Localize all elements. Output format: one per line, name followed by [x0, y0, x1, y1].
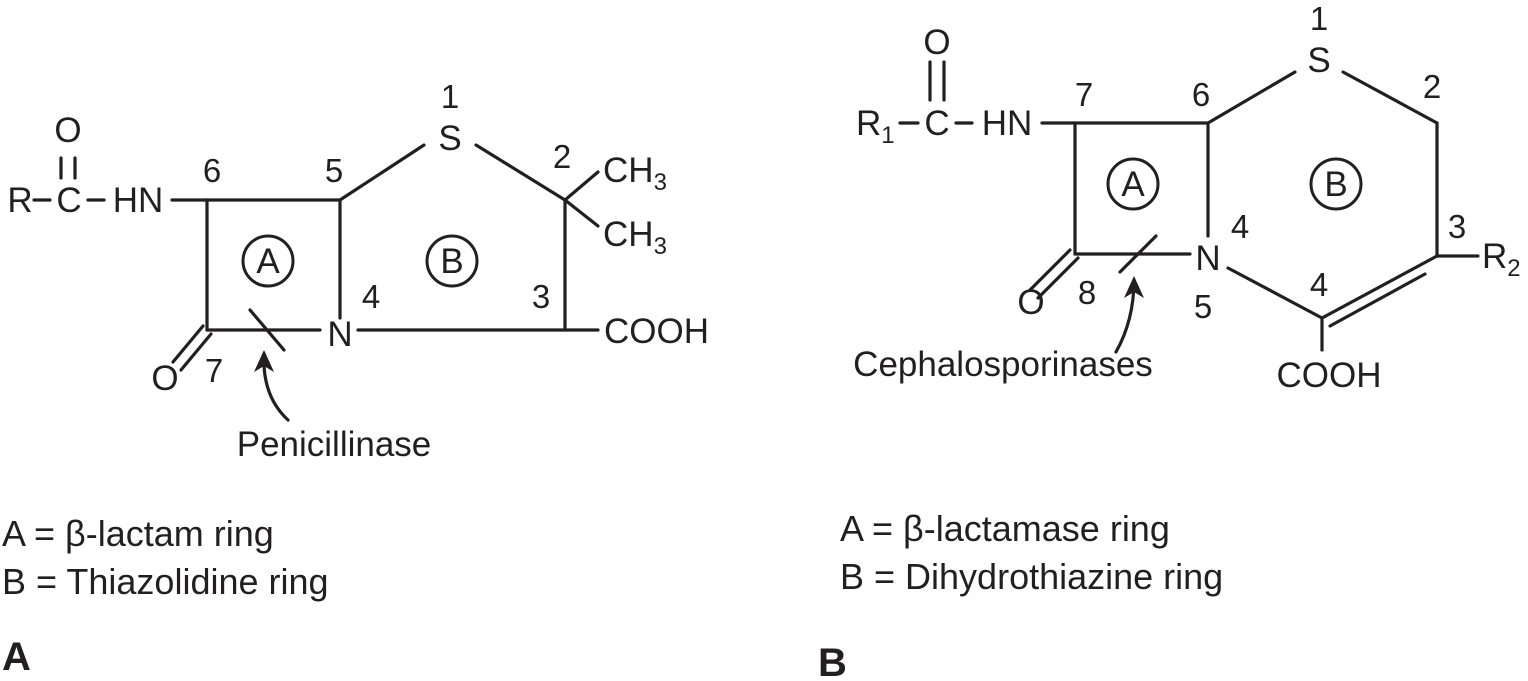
amide-nh-label: HN — [982, 104, 1033, 143]
cooh-label: COOH — [1277, 356, 1382, 395]
methyl-1-subscript: 3 — [654, 169, 667, 196]
lactam-co-bond-2 — [1036, 256, 1080, 300]
lactam-oxygen-label: O — [151, 359, 178, 398]
ring-number-8: 8 — [1078, 274, 1096, 311]
ring-number-7: 7 — [205, 352, 223, 389]
penicillin-bonds — [32, 143, 600, 372]
penicillin-structure: O R C HN S N CH3 CH3 COOH O 1 2 3 4 5 6 … — [2, 78, 709, 679]
cephalosporin-structure: O R1 C HN S N R2 COOH O 1 2 3 4 4 5 6 7 … — [818, 0, 1521, 681]
carbonyl-carbon-label: C — [924, 104, 949, 143]
carbonyl-carbon-label: C — [56, 181, 81, 220]
penicillinase-arrowhead — [254, 350, 274, 372]
methyl-1-label: CH3 — [603, 151, 667, 196]
ring-number-2: 2 — [553, 138, 571, 175]
lactam-co-bond-1 — [1028, 248, 1072, 292]
panel-label-a: A — [2, 635, 31, 679]
ring-b-letter: B — [1324, 165, 1347, 204]
ring-number-1: 1 — [1310, 0, 1328, 37]
ring-number-3: 3 — [532, 278, 550, 315]
ring-number-3: 3 — [1448, 208, 1466, 245]
c2-methyl1-bond — [563, 170, 600, 202]
cephalosporin-bonds — [898, 60, 1480, 352]
r2-text: R — [1482, 237, 1507, 276]
legend-b-line-1: A = β-lactamase ring — [840, 508, 1170, 549]
ring-number-7: 7 — [1075, 76, 1093, 113]
lactam-co-bond-2 — [179, 332, 213, 372]
r1-text: R — [856, 104, 881, 143]
ring-number-5: 5 — [325, 152, 343, 189]
sulfur-label: S — [438, 119, 461, 158]
ring-number-5: 5 — [1194, 288, 1212, 325]
ring-number-1: 1 — [441, 78, 459, 115]
c5-s1-bond — [338, 143, 426, 202]
amide-nh-label: HN — [113, 181, 164, 220]
ring-number-4-carbon: 4 — [1310, 266, 1328, 303]
ring-number-6: 6 — [1192, 76, 1210, 113]
s-c2-bond — [1341, 70, 1439, 125]
methyl-2-subscript: 3 — [654, 233, 667, 260]
ring-number-4: 4 — [362, 278, 380, 315]
cephalosporinases-label: Cephalosporinases — [853, 345, 1153, 384]
r2-group-label: R2 — [1482, 237, 1521, 282]
r-group-label: R — [7, 181, 32, 220]
c2-methyl2-bond — [563, 198, 600, 228]
s1-c2-bond — [474, 143, 567, 202]
nitrogen-label: N — [1195, 239, 1220, 278]
legend-a-line-1: A = β-lactam ring — [2, 513, 274, 554]
sulfur-label: S — [1307, 41, 1330, 80]
ring-number-6: 6 — [203, 152, 221, 189]
oxygen-label: O — [54, 111, 81, 150]
methyl-2-text: CH — [603, 215, 654, 254]
c6-s-bond — [1206, 70, 1297, 125]
lactam-co-bond-1 — [171, 324, 205, 364]
ring-a-letter: A — [1121, 165, 1145, 204]
r1-group-label: R1 — [856, 104, 895, 149]
ring-b-circle — [425, 234, 479, 288]
ring-b-circle — [1309, 157, 1363, 211]
oxygen-label: O — [923, 23, 950, 62]
cephalosporinase-cleavage-mark — [1118, 234, 1158, 274]
lactam-oxygen-label: O — [1017, 283, 1044, 322]
nitrogen-label: N — [327, 315, 352, 354]
ring-a-circle — [241, 234, 295, 288]
r1-subscript: 1 — [881, 122, 894, 149]
panel-label-b: B — [818, 641, 847, 681]
penicillinase-label: Penicillinase — [237, 425, 432, 464]
penicillinase-cleavage-mark — [248, 308, 286, 352]
ring-b-letter: B — [440, 242, 463, 281]
legend-a-line-2: B = Thiazolidine ring — [2, 561, 329, 602]
ring-number-2: 2 — [1423, 68, 1441, 105]
ring-a-letter: A — [256, 242, 280, 281]
c3-c4-double-bond-2 — [1328, 272, 1427, 328]
methyl-2-label: CH3 — [603, 215, 667, 260]
cephalosporinase-arrowhead — [1124, 276, 1144, 298]
ring-a-circle — [1106, 157, 1160, 211]
ring-number-4-nitrogen: 4 — [1231, 208, 1249, 245]
c3-c4-double-bond-1 — [1320, 254, 1439, 320]
cooh-label: COOH — [604, 312, 709, 351]
c4-n-bond — [1226, 266, 1324, 320]
r2-subscript: 2 — [1507, 255, 1520, 282]
legend-b-line-2: B = Dihydrothiazine ring — [840, 556, 1223, 597]
methyl-1-text: CH — [603, 151, 654, 190]
